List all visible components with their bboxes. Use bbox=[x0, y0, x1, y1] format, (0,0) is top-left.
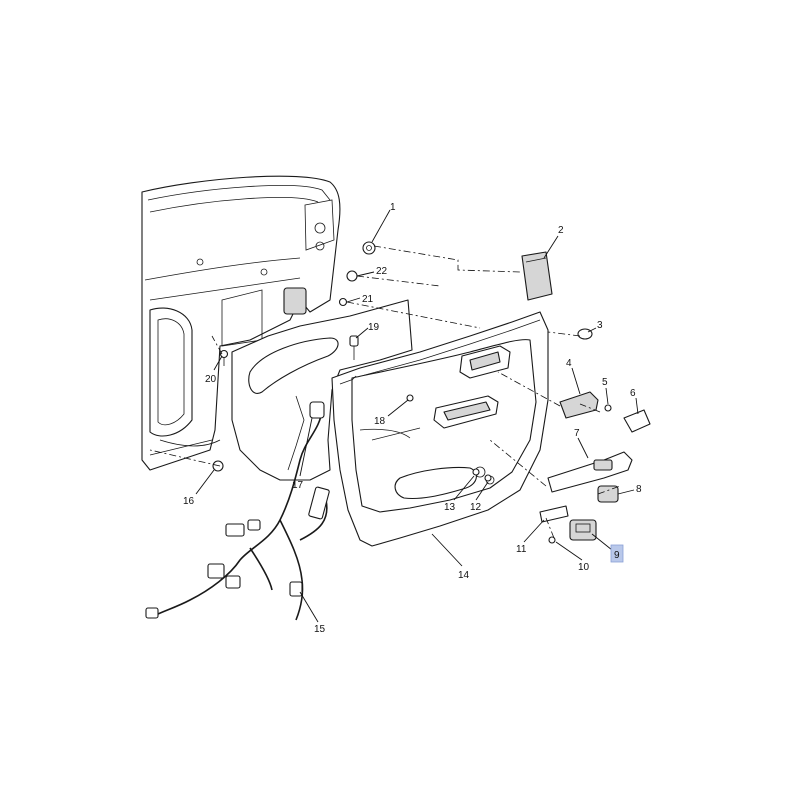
callout-5: 5 bbox=[602, 377, 608, 388]
callout-10: 10 bbox=[578, 562, 590, 573]
callout-14: 14 bbox=[458, 570, 470, 581]
callout-19: 19 bbox=[368, 322, 380, 333]
wiring-harness bbox=[145, 401, 330, 621]
callout-17: 17 bbox=[292, 480, 304, 491]
part-21-screw bbox=[338, 297, 348, 307]
callout-6: 6 bbox=[630, 388, 636, 399]
callout-18: 18 bbox=[374, 416, 386, 427]
part-10-screw bbox=[548, 536, 556, 544]
callout-20: 20 bbox=[205, 374, 217, 385]
part-2-mirror-patch bbox=[521, 251, 553, 301]
callout-3: 3 bbox=[597, 320, 603, 331]
part-12-screw bbox=[484, 474, 492, 482]
part-6-cover bbox=[623, 409, 651, 433]
part-7-switch-bezel bbox=[547, 451, 633, 493]
part-11-bracket bbox=[539, 505, 569, 523]
callout-8: 8 bbox=[636, 484, 642, 495]
callout-labels: 1 2 3 4 5 6 7 8 9 10 11 12 13 14 15 16 1… bbox=[183, 202, 642, 635]
callout-16: 16 bbox=[183, 496, 195, 507]
part-22-nut bbox=[346, 270, 358, 282]
part-16-fastener bbox=[212, 460, 224, 472]
callout-2: 2 bbox=[558, 225, 564, 236]
callout-15: 15 bbox=[314, 624, 326, 635]
callout-12: 12 bbox=[470, 502, 482, 513]
part-20-bolt bbox=[219, 349, 229, 366]
part-5-screw bbox=[604, 404, 612, 412]
part-9-window-switch bbox=[569, 519, 597, 541]
part-3-plug bbox=[577, 328, 593, 340]
part-13-screw bbox=[472, 468, 480, 476]
callout-9: 9 bbox=[614, 550, 620, 561]
callout-1: 1 bbox=[390, 202, 396, 213]
leader-lines bbox=[195, 209, 639, 623]
part-4-inside-handle bbox=[559, 391, 599, 419]
part-8-switch bbox=[597, 485, 619, 503]
alignment-lines bbox=[149, 245, 621, 539]
callout-11: 11 bbox=[516, 544, 527, 555]
part-1-clip bbox=[362, 241, 376, 255]
callout-21: 21 bbox=[362, 294, 374, 305]
part-18-screw bbox=[406, 394, 414, 402]
part-19-pin bbox=[349, 335, 359, 360]
callout-7: 7 bbox=[574, 428, 580, 439]
door-trim-panel bbox=[331, 311, 549, 547]
callout-22: 22 bbox=[376, 266, 388, 277]
door-inner-frame bbox=[141, 175, 341, 471]
water-deflector-panel bbox=[231, 299, 413, 481]
callout-9-highlight bbox=[610, 544, 624, 563]
callout-4: 4 bbox=[566, 358, 572, 369]
callout-13: 13 bbox=[444, 502, 456, 513]
